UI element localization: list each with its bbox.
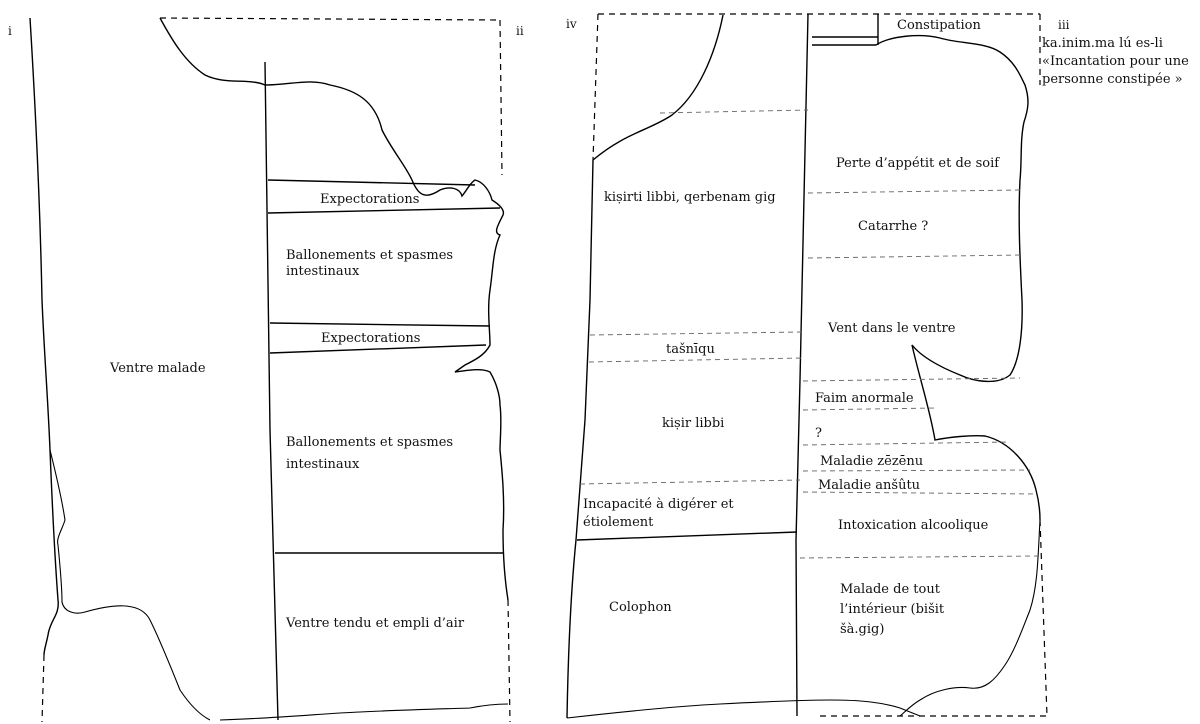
right-tablet-lower-right-outline bbox=[899, 519, 1041, 717]
left-section-line-4 bbox=[269, 344, 487, 354]
side-note-line-3: personne constipée » bbox=[1042, 72, 1183, 87]
ventre-malade-label: Ventre malade bbox=[109, 361, 206, 376]
right-tablet-top-arc bbox=[592, 14, 724, 161]
right-dashed-line-9 bbox=[802, 469, 1031, 472]
left-tablet-top-dashed-edge bbox=[159, 17, 501, 21]
right-dashed-line-1 bbox=[659, 109, 809, 114]
right-tablet-right-outline bbox=[875, 34, 1041, 521]
colophon-label: Colophon bbox=[609, 600, 672, 615]
incapacite-label-b: étiolement bbox=[583, 515, 654, 530]
right-dashed-line-11 bbox=[802, 491, 1037, 495]
left-tablet-right-dashed-edge bbox=[499, 19, 503, 176]
left-column-divider bbox=[264, 61, 279, 721]
perte-appetit-label: Perte d’appétit et de soif bbox=[836, 156, 1000, 171]
right-dashed-line-12 bbox=[799, 555, 1039, 559]
right-tablet-left-dashed-edge bbox=[592, 13, 599, 161]
left-tablet-bottom-edge bbox=[219, 703, 509, 721]
right-column-divider bbox=[795, 13, 809, 717]
ballonements-label-2a: Ballonements et spasmes bbox=[286, 435, 453, 450]
right-dashed-line-10 bbox=[579, 479, 801, 485]
catarrhe-label: Catarrhe ? bbox=[858, 219, 928, 234]
ballonements-label-1a: Ballonements et spasmes bbox=[286, 248, 453, 263]
side-note-line-1: ka.inim.ma lú es-li bbox=[1042, 36, 1163, 51]
column-label-iv: iv bbox=[566, 17, 577, 31]
left-tablet: i ii Ventre malade Expectorations Ballon… bbox=[8, 17, 524, 723]
ballonements-label-1b: intestinaux bbox=[286, 264, 360, 279]
left-tablet-left-edge bbox=[29, 17, 59, 656]
column-label-i: i bbox=[8, 24, 12, 38]
left-section-line-3 bbox=[269, 322, 491, 327]
faim-anormale-label: Faim anormale bbox=[815, 391, 914, 406]
malade-tout-label-c: šà.gig) bbox=[840, 622, 884, 637]
right-tablet-bottom-edge bbox=[566, 699, 921, 719]
maladie-zezenu-label: Maladie zēzēnu bbox=[820, 454, 923, 469]
left-section-line-1 bbox=[267, 179, 476, 186]
left-tablet-left-dashed-edge bbox=[41, 654, 45, 723]
tasniqu-label: tašnīqu bbox=[666, 342, 715, 357]
incapacite-label-a: Incapacité à digérer et bbox=[583, 497, 734, 512]
right-tablet: iv Constipation Perte d’appétit et de so… bbox=[566, 13, 1048, 719]
right-tablet-left-edge bbox=[566, 159, 594, 719]
maladie-ansutu-label: Maladie anšûtu bbox=[818, 478, 920, 493]
malade-tout-label-a: Malade de tout bbox=[840, 582, 941, 597]
right-dashed-line-8 bbox=[802, 441, 1011, 446]
left-tablet-right-lower-dashed-edge bbox=[507, 599, 511, 723]
kisir-libbi-label: kiṣir libbi bbox=[662, 416, 724, 431]
right-dashed-line-7 bbox=[802, 407, 936, 411]
column-label-iii: iii bbox=[1058, 18, 1070, 32]
expectorations-label-1: Expectorations bbox=[320, 192, 419, 207]
constipation-label: Constipation bbox=[897, 18, 981, 33]
side-note: iii ka.inim.ma lú es-li «Incantation pou… bbox=[1042, 18, 1189, 87]
left-tablet-outline bbox=[159, 17, 509, 601]
expectorations-label-2: Expectorations bbox=[321, 331, 420, 346]
column-label-ii: ii bbox=[516, 24, 524, 38]
vent-dans-ventre-label: Vent dans le ventre bbox=[827, 321, 956, 336]
kisirti-libbi-label: kiṣirti libbi, qerbenam gig bbox=[604, 190, 776, 205]
right-tablet-lower-right-dashed-edge bbox=[1039, 519, 1048, 717]
right-dashed-line-2 bbox=[807, 189, 1021, 194]
left-tablet-left-notch bbox=[49, 449, 211, 721]
side-note-line-2: «Incantation pour une bbox=[1042, 54, 1189, 69]
ballonements-label-2b: intestinaux bbox=[286, 457, 360, 472]
right-dashed-line-6 bbox=[802, 377, 1021, 382]
right-dashed-line-3 bbox=[807, 254, 1023, 259]
question-mark-label: ? bbox=[815, 426, 822, 441]
malade-tout-label-b: l’intérieur (bišit bbox=[840, 602, 945, 617]
right-dashed-line-4 bbox=[589, 331, 803, 336]
right-dashed-line-5 bbox=[588, 357, 803, 363]
left-section-line-2 bbox=[267, 207, 501, 214]
right-solid-separator bbox=[576, 531, 798, 541]
intoxication-label: Intoxication alcoolique bbox=[838, 518, 989, 533]
ventre-tendu-label: Ventre tendu et empli d’air bbox=[285, 616, 465, 631]
